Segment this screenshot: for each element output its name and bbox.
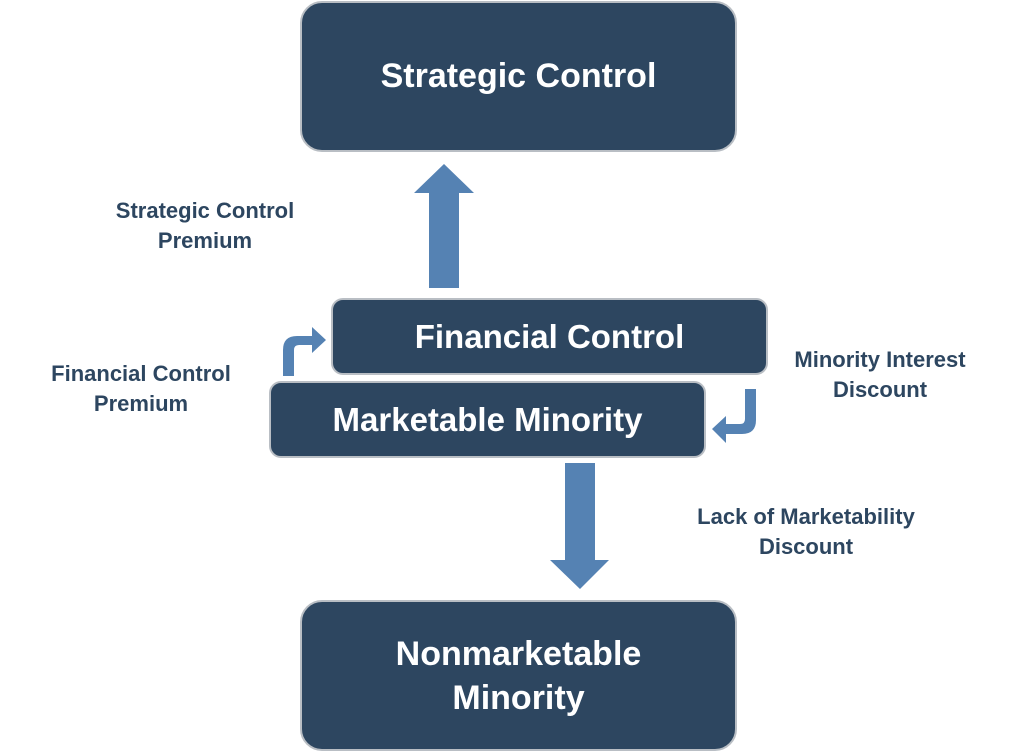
financial-control-premium-arrow [283, 327, 326, 376]
label-line: Premium [93, 391, 189, 416]
minority-interest-discount-arrow [712, 389, 756, 443]
label-line: Discount [758, 534, 854, 559]
label-line: Financial Control [51, 361, 231, 386]
minority-interest-discount-label: Minority Interest Discount [770, 345, 990, 405]
strategic-control-box: Strategic Control [300, 1, 737, 152]
lack-of-marketability-discount-arrow [550, 463, 609, 589]
label-line: Lack of Marketability [697, 504, 915, 529]
financial-control-text: Financial Control [414, 317, 685, 355]
nonmarketable-minority-text-line2: Minority [452, 678, 585, 717]
nonmarketable-minority-text-line1: Nonmarketable [395, 634, 642, 673]
nonmarketable-minority-box: Nonmarketable Minority [300, 600, 737, 751]
financial-control-premium-label: Financial Control Premium [30, 359, 252, 419]
label-line: Minority Interest [794, 347, 966, 372]
marketable-minority-text: Marketable Minority [332, 400, 643, 438]
label-line: Strategic Control [115, 198, 295, 223]
label-line: Discount [832, 377, 928, 402]
label-line: Premium [157, 228, 253, 253]
financial-control-box: Financial Control [331, 298, 768, 375]
marketable-minority-box: Marketable Minority [269, 381, 706, 458]
strategic-control-text: Strategic Control [380, 57, 657, 95]
strategic-control-premium-label: Strategic Control Premium [95, 196, 315, 256]
lack-of-marketability-discount-label: Lack of Marketability Discount [670, 502, 942, 562]
strategic-control-premium-arrow [414, 164, 474, 288]
